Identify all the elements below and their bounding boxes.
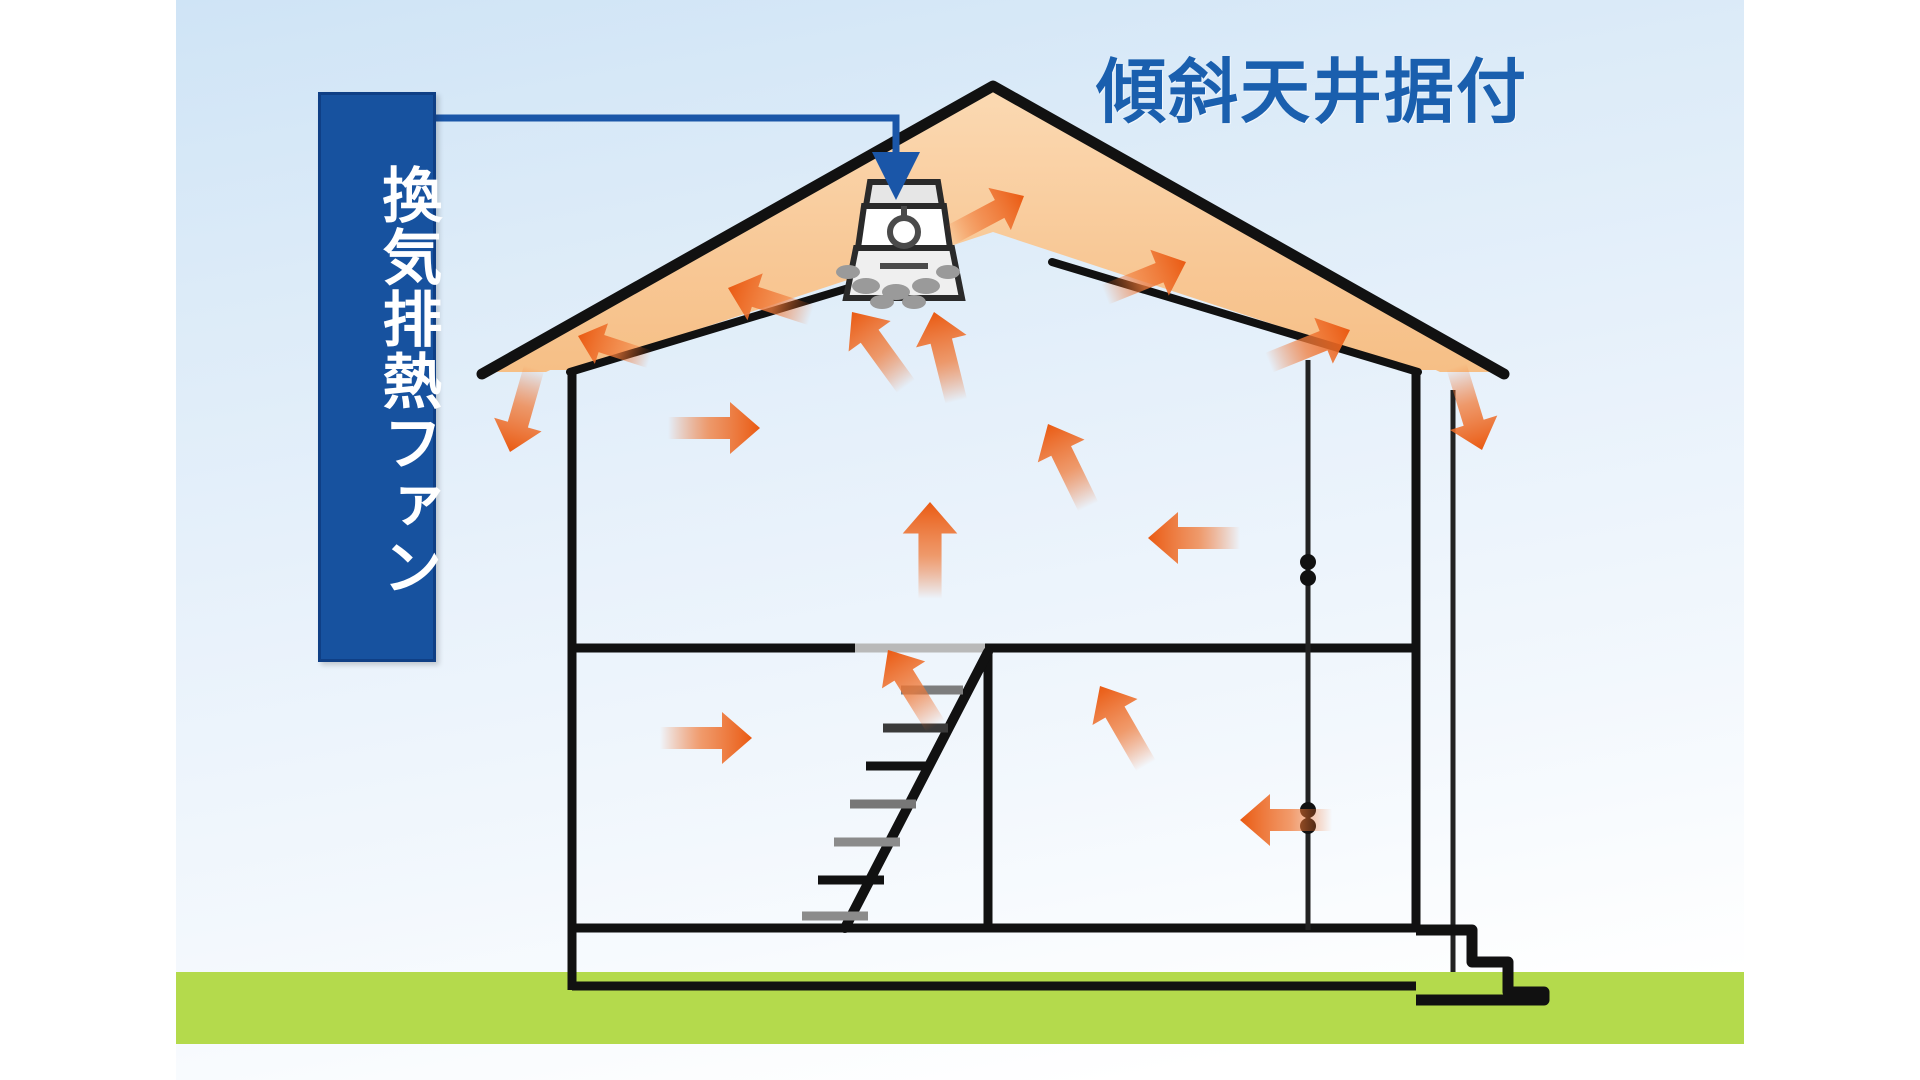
exterior-steps <box>1416 924 1550 1006</box>
roof-outline <box>476 80 1510 380</box>
staircase <box>802 647 993 933</box>
callout-connector-line <box>436 114 920 200</box>
diagram-title: 傾斜天井据付 <box>1096 51 1528 133</box>
ventilation-fan-unit <box>836 179 966 309</box>
airflow-arrows <box>486 174 1506 846</box>
callout-label-text: 換気排熱ファン <box>372 164 442 598</box>
callout-label-box: 換気排熱ファン <box>318 92 442 662</box>
downspout-pipe <box>1300 360 1456 972</box>
